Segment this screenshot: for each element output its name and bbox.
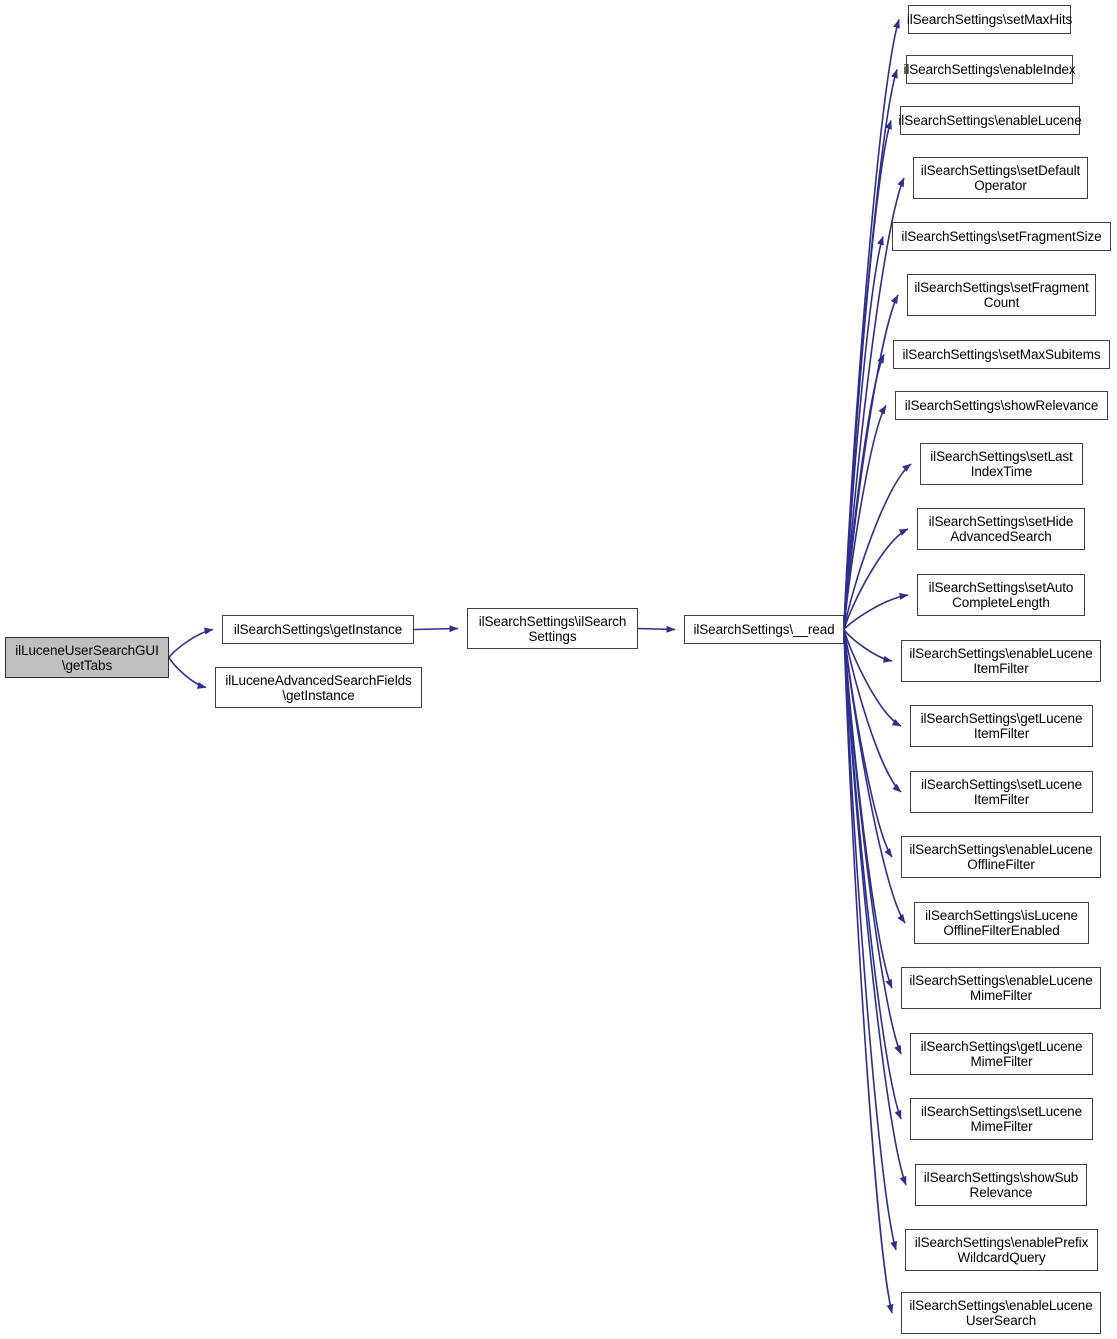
graph-node-label: ilSearchSettings\ilSearch Settings bbox=[478, 613, 627, 644]
graph-edge bbox=[843, 629, 894, 1314]
graph-node-label: ilSearchSettings\setDefault Operator bbox=[920, 163, 1081, 193]
graph-node[interactable]: ilLuceneUserSearchGUI \getTabs bbox=[5, 637, 169, 678]
graph-edge bbox=[843, 629, 902, 793]
graph-node[interactable]: ilSearchSettings\setLucene MimeFilter bbox=[910, 1098, 1093, 1140]
graph-node-label: ilSearchSettings\enableLucene UserSearch bbox=[909, 1298, 1093, 1328]
graph-node[interactable]: ilSearchSettings\enableLucene bbox=[898, 106, 1082, 135]
graph-node-label: ilSearchSettings\enableIndex bbox=[903, 62, 1076, 77]
graph-node-label: ilSearchSettings\enableLucene ItemFilter bbox=[909, 646, 1093, 676]
graph-node-label: ilSearchSettings\enableLucene bbox=[898, 113, 1082, 128]
graph-node[interactable]: ilSearchSettings\enableIndex bbox=[903, 55, 1076, 84]
graph-node-label: ilSearchSettings\__read bbox=[693, 622, 835, 637]
graph-node-label: ilSearchSettings\showSub Relevance bbox=[923, 1170, 1079, 1200]
graph-node-label: ilSearchSettings\getInstance bbox=[233, 622, 403, 637]
graph-node-label: ilSearchSettings\setFragment Count bbox=[914, 280, 1089, 310]
graph-edge bbox=[413, 625, 459, 633]
graph-node[interactable]: ilSearchSettings\__read bbox=[684, 615, 844, 644]
graph-node[interactable]: ilSearchSettings\setHide AdvancedSearch bbox=[917, 508, 1085, 550]
graph-node[interactable]: ilSearchSettings\enablePrefix WildcardQu… bbox=[905, 1229, 1098, 1271]
graph-edge bbox=[843, 19, 900, 630]
graph-node-label: ilLuceneAdvancedSearchFields \getInstanc… bbox=[225, 672, 412, 703]
graph-node[interactable]: ilSearchSettings\setMaxHits bbox=[907, 5, 1072, 34]
graph-node-label: ilSearchSettings\enableLucene OfflineFil… bbox=[909, 842, 1093, 872]
graph-node[interactable]: ilSearchSettings\enableLucene MimeFilter bbox=[901, 967, 1101, 1009]
graph-edge bbox=[843, 629, 902, 727]
graph-node-label: ilSearchSettings\getLucene MimeFilter bbox=[920, 1039, 1083, 1069]
graph-node[interactable]: ilSearchSettings\setLast IndexTime bbox=[920, 443, 1083, 485]
graph-node[interactable]: ilSearchSettings\isLucene OfflineFilterE… bbox=[914, 902, 1089, 944]
graph-node[interactable]: ilSearchSettings\ilSearch Settings bbox=[467, 608, 638, 649]
graph-node-label: ilSearchSettings\setMaxHits bbox=[906, 12, 1073, 27]
graph-node-label: ilSearchSettings\setFragmentSize bbox=[901, 229, 1102, 244]
graph-node[interactable]: ilSearchSettings\setMaxSubitems bbox=[893, 340, 1110, 369]
graph-node-label: ilSearchSettings\enablePrefix WildcardQu… bbox=[914, 1235, 1089, 1265]
graph-node[interactable]: ilSearchSettings\showSub Relevance bbox=[915, 1164, 1087, 1206]
graph-node-label: ilSearchSettings\setAuto CompleteLength bbox=[928, 580, 1074, 610]
graph-edge bbox=[843, 629, 893, 858]
graph-edge bbox=[843, 405, 887, 630]
graph-node-label: ilSearchSettings\setHide AdvancedSearch bbox=[928, 514, 1074, 544]
graph-edge bbox=[637, 625, 676, 633]
graph-edge bbox=[843, 629, 893, 663]
graph-node-label: ilSearchSettings\getLucene ItemFilter bbox=[920, 711, 1083, 741]
graph-edge bbox=[843, 69, 898, 630]
graph-edge bbox=[843, 629, 902, 1055]
graph-node[interactable]: ilSearchSettings\getLucene ItemFilter bbox=[910, 705, 1093, 747]
graph-node-label: ilSearchSettings\isLucene OfflineFilterE… bbox=[925, 908, 1078, 938]
graph-edge bbox=[843, 354, 885, 630]
graph-edge bbox=[843, 629, 906, 924]
graph-node[interactable]: ilSearchSettings\setFragment Count bbox=[907, 274, 1096, 316]
graph-edge bbox=[843, 629, 907, 1186]
graph-edge bbox=[843, 629, 902, 1120]
graph-edge bbox=[843, 294, 899, 630]
graph-edge bbox=[168, 657, 207, 689]
graph-node[interactable]: ilSearchSettings\showRelevance bbox=[895, 391, 1108, 420]
graph-edge bbox=[843, 629, 893, 989]
graph-node[interactable]: ilSearchSettings\enableLucene ItemFilter bbox=[901, 640, 1101, 682]
graph-edge bbox=[843, 592, 909, 631]
graph-node[interactable]: ilLuceneAdvancedSearchFields \getInstanc… bbox=[215, 667, 422, 708]
graph-edge bbox=[168, 627, 214, 659]
graph-node[interactable]: ilSearchSettings\enableLucene UserSearch bbox=[901, 1292, 1101, 1334]
graph-node[interactable]: ilSearchSettings\setAuto CompleteLength bbox=[917, 574, 1085, 616]
graph-node-label: ilSearchSettings\setLucene ItemFilter bbox=[920, 777, 1082, 807]
graph-node-label: ilLuceneUserSearchGUI \getTabs bbox=[15, 642, 159, 673]
graph-node[interactable]: ilSearchSettings\getInstance bbox=[222, 615, 414, 644]
graph-node[interactable]: ilSearchSettings\enableLucene OfflineFil… bbox=[901, 836, 1101, 878]
graph-edge bbox=[843, 629, 898, 1251]
graph-edge bbox=[843, 120, 892, 630]
graph-node-label: ilSearchSettings\enableLucene MimeFilter bbox=[909, 973, 1093, 1003]
graph-edge bbox=[843, 236, 884, 630]
graph-node[interactable]: ilSearchSettings\getLucene MimeFilter bbox=[910, 1033, 1093, 1075]
graph-node-label: ilSearchSettings\setLast IndexTime bbox=[930, 449, 1073, 479]
graph-edge bbox=[843, 528, 909, 630]
graph-node[interactable]: ilSearchSettings\setFragmentSize bbox=[892, 222, 1111, 251]
graph-node-label: ilSearchSettings\setLucene MimeFilter bbox=[920, 1104, 1082, 1134]
graph-node-label: ilSearchSettings\showRelevance bbox=[904, 398, 1099, 413]
graph-node[interactable]: ilSearchSettings\setLucene ItemFilter bbox=[910, 771, 1093, 813]
graph-node-label: ilSearchSettings\setMaxSubitems bbox=[902, 347, 1101, 362]
graph-node[interactable]: ilSearchSettings\setDefault Operator bbox=[913, 157, 1088, 199]
graph-edge bbox=[843, 463, 912, 630]
